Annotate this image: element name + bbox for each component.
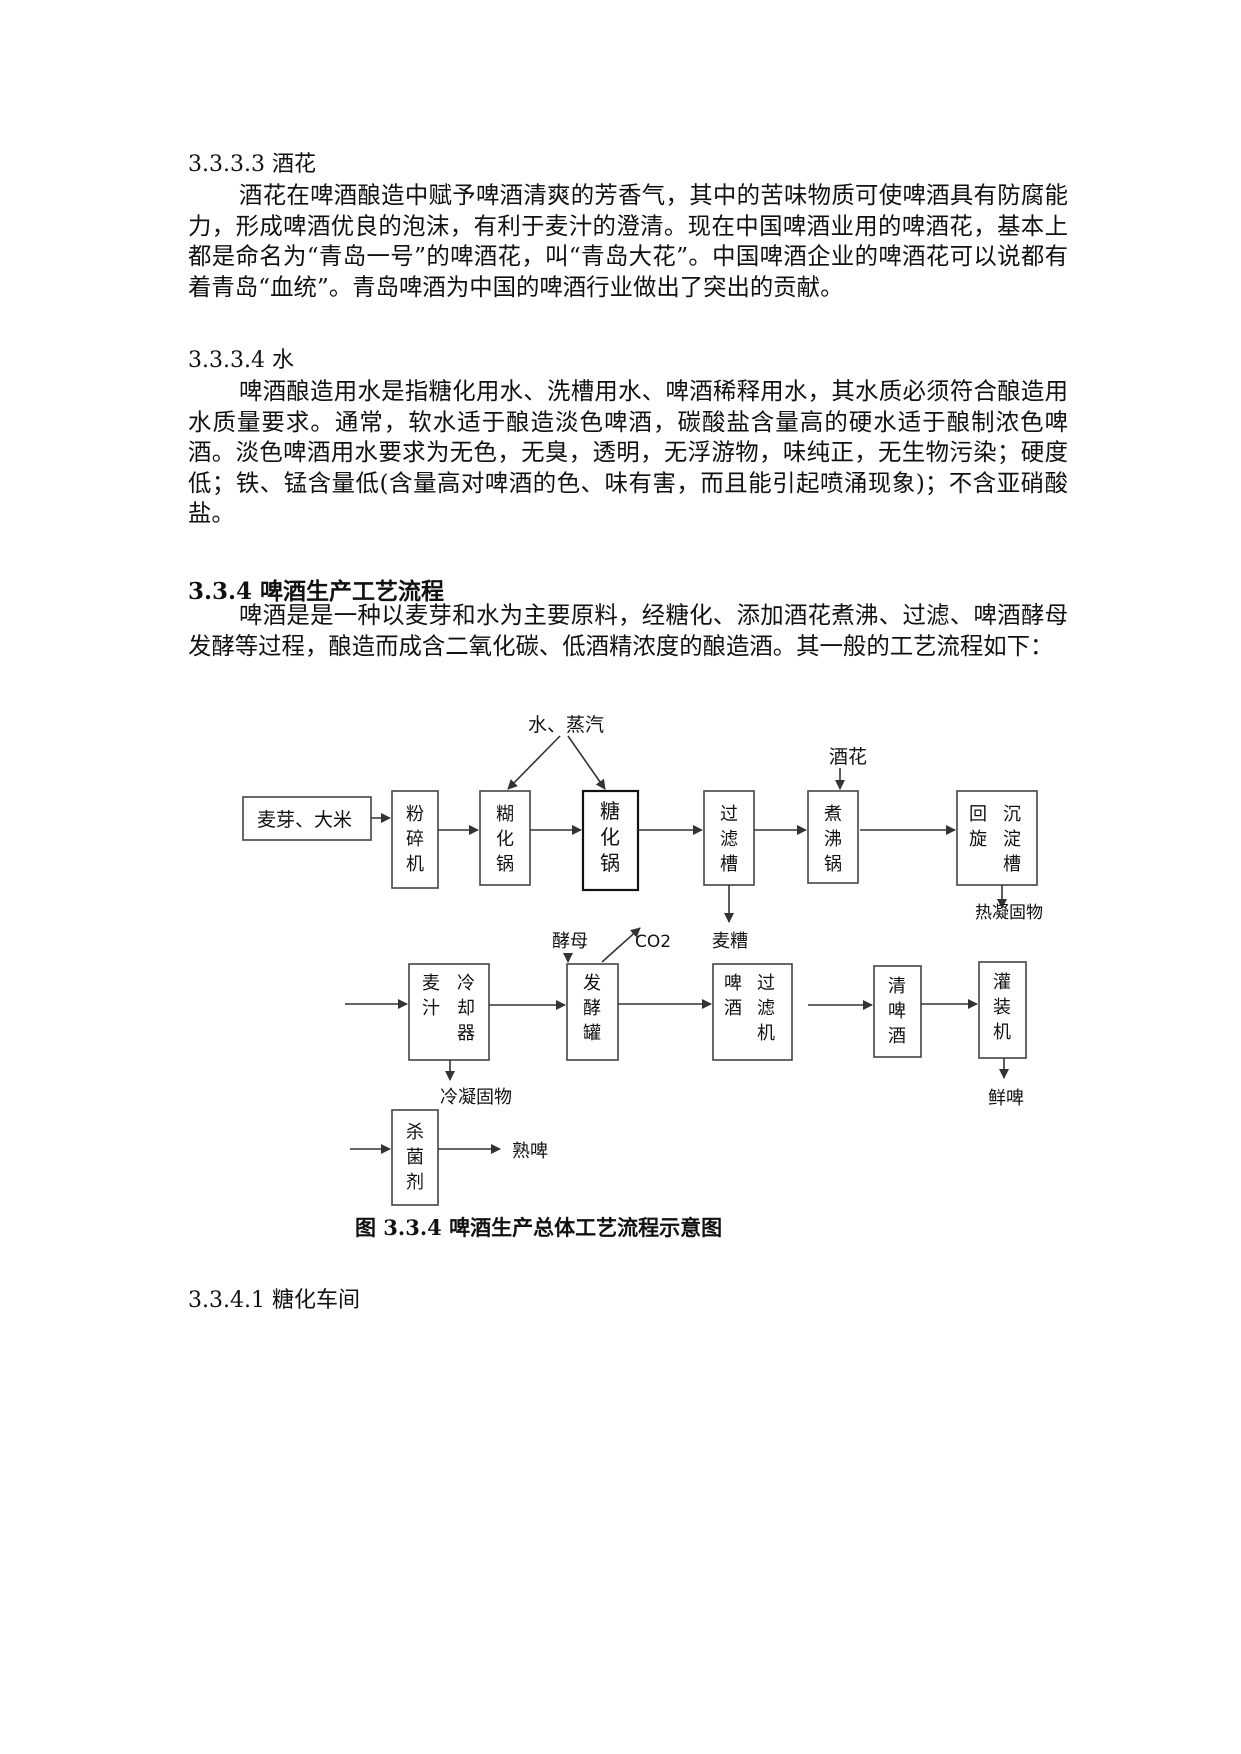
node-kettle: [807, 790, 859, 884]
node-mash-tun-char-3: 锅: [600, 851, 620, 875]
node-clear-beer-char-2: 啤: [888, 1001, 906, 1022]
node-lauter: [703, 790, 755, 886]
node-sterilizer-char-2: 菌: [406, 1147, 424, 1168]
node-fermenter-char-2: 酵: [583, 998, 601, 1019]
output-pasteurized-beer: 熟啤: [512, 1141, 548, 1162]
node-lauter-char-3: 槽: [720, 854, 738, 875]
input-yeast: 酵母: [552, 931, 588, 952]
arrow-steam-to-gelatinizer: [507, 735, 561, 790]
node-beer-filter: [712, 963, 793, 1061]
node-whirlpool-char-1: 回: [969, 804, 987, 825]
output-cold-trub: 冷凝固物: [440, 1087, 512, 1108]
node-beer-filter-char-2: 酒: [724, 998, 742, 1019]
node-mill-char-2: 碎: [406, 829, 424, 850]
node-lauter-char-1: 过: [720, 804, 738, 825]
section-heading-saccharification: 3.3.4.1 糖化车间: [188, 1288, 360, 1313]
node-cooler-char-2: 汁: [422, 998, 440, 1019]
node-kettle-char-3: 锅: [824, 854, 842, 875]
node-cooler-char-5: 器: [457, 1023, 475, 1044]
section-heading-process: 3.3.4 啤酒生产工艺流程: [188, 578, 445, 605]
output-fresh-beer: 鲜啤: [988, 1088, 1024, 1109]
node-filler: [978, 961, 1027, 1059]
node-sterilizer-char-1: 杀: [406, 1122, 424, 1143]
paragraph-process: 啤酒是是一种以麦芽和水为主要原料，经糖化、添加酒花煮沸、过滤、啤酒酵母发酵等过程…: [188, 601, 1068, 660]
node-mash-tun-char-2: 化: [600, 825, 620, 849]
node-whirlpool: [956, 790, 1038, 886]
node-cooler-char-1: 麦: [422, 973, 440, 994]
node-kettle-char-1: 煮: [824, 804, 842, 825]
node-sterilizer-char-3: 剂: [406, 1172, 424, 1193]
node-clear-beer-char-3: 酒: [888, 1026, 906, 1047]
figure-caption: 图 3.3.4 啤酒生产总体工艺流程示意图: [355, 1215, 723, 1240]
node-whirlpool-char-3: 沉: [1003, 804, 1021, 825]
paragraph-hops: 酒花在啤酒酿造中赋予啤酒清爽的芳香气，其中的苦味物质可使啤酒具有防腐能力，形成啤…: [188, 181, 1068, 301]
section-heading-water: 3.3.3.4 水: [188, 348, 294, 373]
node-whirlpool-char-2: 旋: [969, 829, 987, 850]
input-water-steam: 水、蒸汽: [528, 714, 604, 736]
node-fermenter: [566, 963, 619, 1061]
input-malt-rice: 麦芽、大米: [257, 809, 352, 831]
malt-rice-box: [242, 796, 372, 841]
node-mill: [391, 790, 439, 889]
node-clear-beer: [873, 965, 922, 1058]
paragraph-water: 啤酒酿造用水是指糖化用水、洗槽用水、啤酒稀释用水，其水质必须符合酿造用水质量要求…: [188, 377, 1068, 527]
node-cooler-char-4: 却: [457, 998, 475, 1019]
arrow-steam-to-mash: [567, 735, 606, 790]
node-beer-filter-char-5: 机: [757, 1023, 775, 1044]
node-mash-tun: [581, 789, 640, 892]
node-beer-filter-char-1: 啤: [724, 973, 742, 994]
output-hot-trub: 热凝固物: [975, 903, 1043, 923]
node-beer-filter-char-3: 过: [757, 973, 775, 994]
node-cooler-char-3: 冷: [457, 973, 475, 994]
output-spent-grain: 麦糟: [712, 931, 748, 952]
node-fermenter-char-1: 发: [583, 973, 601, 994]
node-gelatinizer-char-1: 糊: [496, 804, 514, 825]
node-whirlpool-char-5: 槽: [1003, 854, 1021, 875]
section-heading-hops: 3.3.3.3 酒花: [188, 152, 316, 177]
node-mash-tun-char-1: 糖: [600, 799, 620, 823]
node-lauter-char-2: 滤: [720, 829, 738, 850]
node-gelatinizer-char-2: 化: [496, 829, 514, 850]
input-co2: CO2: [635, 932, 671, 952]
node-kettle-char-2: 沸: [824, 829, 842, 850]
arrow-fermenter-to-co2: [601, 927, 641, 963]
node-whirlpool-char-4: 淀: [1003, 829, 1021, 850]
node-sterilizer: [391, 1109, 439, 1206]
node-clear-beer-char-1: 清: [888, 976, 906, 997]
node-mill-char-3: 机: [406, 854, 424, 875]
node-filler-char-2: 装: [993, 997, 1011, 1018]
node-fermenter-char-3: 罐: [583, 1023, 601, 1044]
node-cooler: [408, 963, 490, 1061]
input-hops: 酒花: [829, 746, 867, 768]
node-beer-filter-char-4: 滤: [757, 998, 775, 1019]
node-filler-char-3: 机: [993, 1022, 1011, 1043]
node-filler-char-1: 灌: [993, 972, 1011, 993]
node-gelatinizer: [479, 790, 531, 886]
node-gelatinizer-char-3: 锅: [496, 854, 514, 875]
node-mill-char-1: 粉: [406, 804, 424, 825]
